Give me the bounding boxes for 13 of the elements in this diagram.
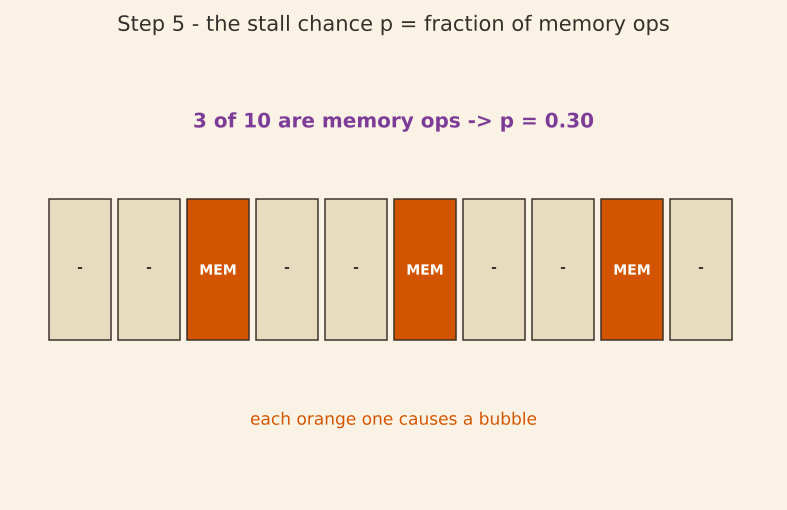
memory-op-box: - xyxy=(48,198,112,341)
memory-op-box: MEM xyxy=(186,198,250,341)
note-text: each orange one causes a bubble xyxy=(250,412,536,428)
memory-op-box: - xyxy=(669,198,733,341)
memory-op-box: - xyxy=(117,198,181,341)
memory-op-box: - xyxy=(531,198,595,341)
memory-op-box: MEM xyxy=(393,198,457,341)
memory-op-box: - xyxy=(324,198,388,341)
title: Step 5 - the stall chance p = fraction of memory ops xyxy=(118,14,669,36)
summary-text: 3 of 10 are memory ops -> p = 0.30 xyxy=(194,112,594,132)
memory-op-box: - xyxy=(255,198,319,341)
memory-op-box: MEM xyxy=(600,198,664,341)
memory-op-box: - xyxy=(462,198,526,341)
